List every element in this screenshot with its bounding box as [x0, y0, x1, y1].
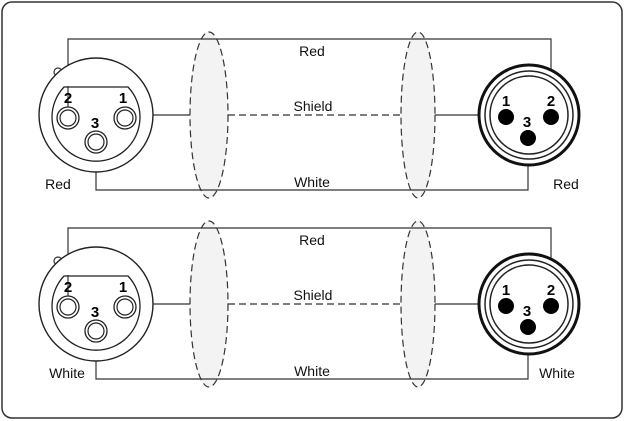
socket-pin-inner-2	[59, 109, 77, 127]
socket-pin-inner-3	[87, 322, 105, 340]
male-pin-2	[543, 298, 559, 314]
connector-ring	[484, 70, 574, 160]
wire-label-white: White	[294, 363, 330, 379]
connector-body	[477, 252, 581, 356]
pin-label-1: 1	[119, 90, 127, 107]
socket-pin-inner-1	[116, 298, 134, 316]
male-pin-1	[498, 298, 514, 314]
pin-label-3: 3	[523, 303, 531, 320]
wire-label-shield: Shield	[294, 287, 333, 303]
cable-shield-ellipse-left	[189, 31, 229, 199]
socket-pin-inner-1	[116, 109, 134, 127]
right-connector-label: White	[539, 365, 575, 381]
left-connector-label: White	[49, 365, 85, 381]
pin-label-3: 3	[91, 304, 99, 321]
male-pin-3	[520, 130, 536, 146]
socket-pin-inner-3	[87, 133, 105, 151]
connector-ring	[484, 259, 574, 349]
connector-body	[477, 63, 581, 167]
wire-label-white: White	[294, 174, 330, 190]
connector-insert	[489, 264, 569, 344]
male-pin-2	[543, 109, 559, 125]
pin-label-1: 1	[502, 93, 510, 110]
pin-label-2: 2	[547, 282, 555, 299]
connector-insert	[489, 75, 569, 155]
male-pin-3	[520, 319, 536, 335]
pin-label-3: 3	[523, 114, 531, 131]
wire-label-red: Red	[299, 232, 325, 248]
connector-insert	[51, 275, 141, 351]
female-xlr-connector: 1 2 3	[38, 57, 154, 173]
pin-label-2: 2	[64, 279, 72, 296]
right-connector-label: Red	[553, 176, 579, 192]
pin-label-1: 1	[119, 279, 127, 296]
pin-label-2: 2	[64, 90, 72, 107]
pin-label-3: 3	[91, 115, 99, 132]
male-xlr-connector: 1 23	[477, 252, 581, 356]
pin-label-1: 1	[502, 282, 510, 299]
wire-label-shield: Shield	[294, 98, 333, 114]
male-xlr-connector: 1 23	[477, 63, 581, 167]
cable-shield-ellipse-right	[400, 220, 436, 388]
cable-shield-ellipse-left	[189, 220, 229, 388]
cable-shield-ellipse-right	[400, 31, 436, 199]
pin-label-2: 2	[547, 93, 555, 110]
connector-insert	[51, 86, 141, 162]
wire-label-red: Red	[299, 43, 325, 59]
male-pin-1	[498, 109, 514, 125]
left-connector-label: Red	[45, 176, 71, 192]
female-xlr-connector: 1 2 3	[38, 246, 154, 362]
socket-pin-inner-2	[59, 298, 77, 316]
